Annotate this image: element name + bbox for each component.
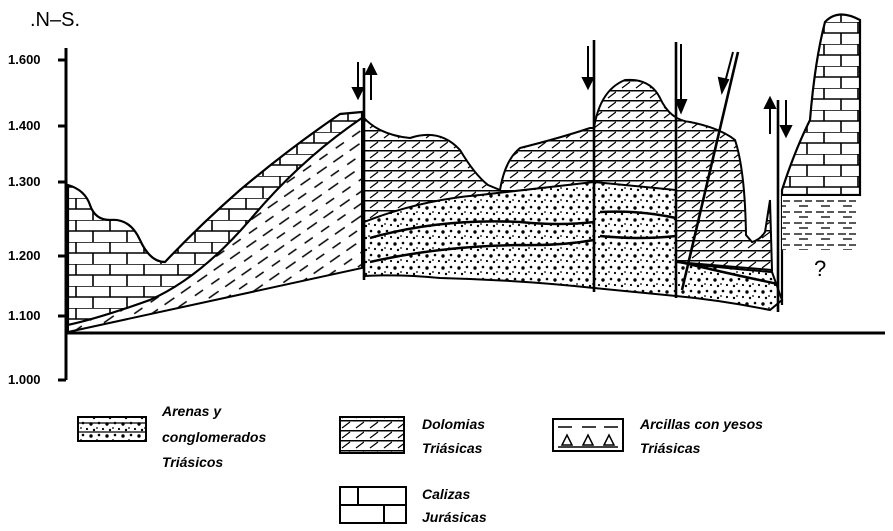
legend-calizas-line-1: Calizas — [422, 486, 470, 502]
legend-arcillas-line-1: Arcillas con yesos — [639, 416, 763, 432]
legend-swatch-dolomias — [339, 416, 405, 454]
legend-swatch-arenas — [77, 416, 147, 442]
legend-arenas-line-1: Arenas y — [161, 403, 222, 419]
legend: Arenas y conglomerados Triásicos Dolomia… — [77, 403, 763, 525]
legend-arenas-line-2: conglomerados — [162, 429, 266, 445]
clay-gypsum-unit — [782, 195, 860, 250]
tick-label-1200: 1.200 — [8, 248, 41, 263]
legend-arcillas-symbols — [558, 426, 618, 448]
central-dolomite-block — [363, 115, 595, 224]
legend-arenas-line-3: Triásicos — [162, 454, 223, 470]
right-limestone-cliff — [780, 13, 862, 305]
tick-label-1600: 1.600 — [8, 52, 41, 67]
bedding-lines — [369, 210, 779, 286]
elevation-axis: 1.600 1.400 1.300 1.200 1.100 1.000 — [8, 48, 68, 387]
legend-dolomias-line-2: Triásicas — [422, 440, 483, 456]
legend-calizas-line-2: Jurásicas — [422, 509, 487, 525]
unknown-marker: ? — [814, 256, 826, 281]
tick-label-1300: 1.300 — [8, 174, 41, 189]
legend-arcillas-line-2: Triásicas — [640, 440, 701, 456]
legend-dolomias-line-1: Dolomias — [422, 416, 485, 432]
legend-calizas-bricks — [340, 487, 406, 523]
faults — [362, 40, 780, 312]
tick-label-1100: 1.100 — [8, 308, 41, 323]
orientation-label: .N–S. — [30, 9, 80, 31]
tick-label-1000: 1.000 — [8, 372, 41, 387]
dipping-beds-unit — [67, 116, 363, 334]
fault-arrows — [351, 44, 793, 139]
tick-label-1400: 1.400 — [8, 118, 41, 133]
